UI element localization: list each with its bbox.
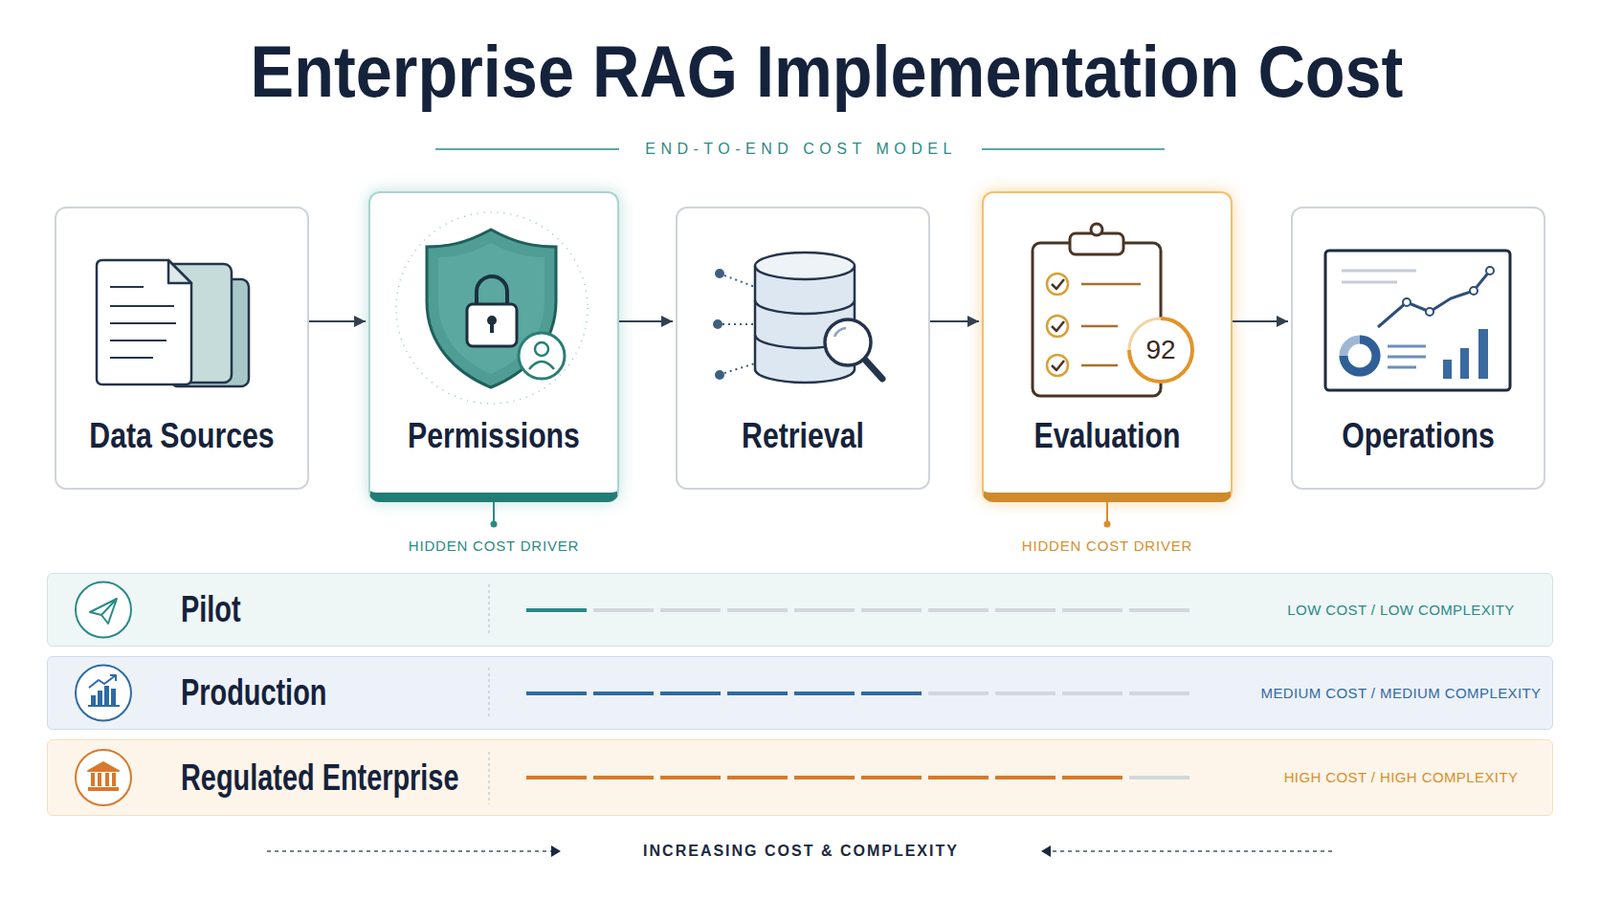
tier-band: Production MEDIUM COST / MEDIUM COMPLEXIT… (46, 656, 1554, 731)
stage-box: PermissionsHIDDEN COST DRIVER (368, 191, 620, 503)
cost-driver-note: HIDDEN COST DRIVER (312, 536, 675, 556)
leader-line (490, 502, 1112, 529)
direction-arrow (1041, 845, 1051, 858)
leader-line (492, 502, 495, 522)
flow-arrow (619, 320, 673, 323)
tier-band: Regulated Enterprise HIGH COST / HIGH COM… (46, 739, 1554, 817)
flow-arrow (930, 320, 979, 323)
tier-label: Pilot (180, 574, 242, 646)
stage-label: Retrieval (697, 413, 909, 460)
stage-box: Data Sources (54, 206, 310, 490)
diagram-title: Enterprise RAG Implementation Cost (200, 28, 1454, 115)
section-subtitle: END-TO-END COST MODEL (513, 139, 1089, 159)
subtitle-rule (981, 148, 1165, 151)
leader-line (490, 521, 498, 529)
flow-arrow (1232, 320, 1289, 323)
stage-box: Retrieval (675, 206, 931, 490)
tier-level: HIGH COST / HIGH COMPLEXITY (1247, 740, 1555, 816)
stage-label: Permissions (390, 413, 599, 460)
direction-arrow (266, 850, 552, 853)
tier-label: Production (180, 657, 327, 730)
leader-line (1106, 502, 1109, 522)
subtitle-rule (435, 148, 620, 151)
stage-box: Operations (1290, 206, 1546, 490)
axis-note: INCREASING COST & COMPLEXITY (513, 842, 1089, 862)
tier-label: Regulated Enterprise (180, 740, 459, 816)
stage-box: EvaluationHIDDEN COST DRIVER (981, 191, 1233, 503)
cost-driver-note: HIDDEN COST DRIVER (926, 536, 1289, 556)
leader-line (1104, 521, 1112, 529)
tier-band: Pilot LOW COST / LOW COMPLEXITY (46, 573, 1554, 647)
direction-arrow (1052, 850, 1333, 853)
tier-level: MEDIUM COST / MEDIUM COMPLEXITY (1247, 657, 1555, 730)
flow-arrow (309, 320, 366, 323)
direction-arrow (551, 845, 561, 858)
stage-label: Data Sources (76, 413, 288, 460)
score-value: 92 (1132, 334, 1190, 366)
tier-level: LOW COST / LOW COMPLEXITY (1247, 574, 1555, 646)
stage-label: Operations (1312, 413, 1524, 460)
stage-label: Evaluation (1003, 413, 1212, 460)
